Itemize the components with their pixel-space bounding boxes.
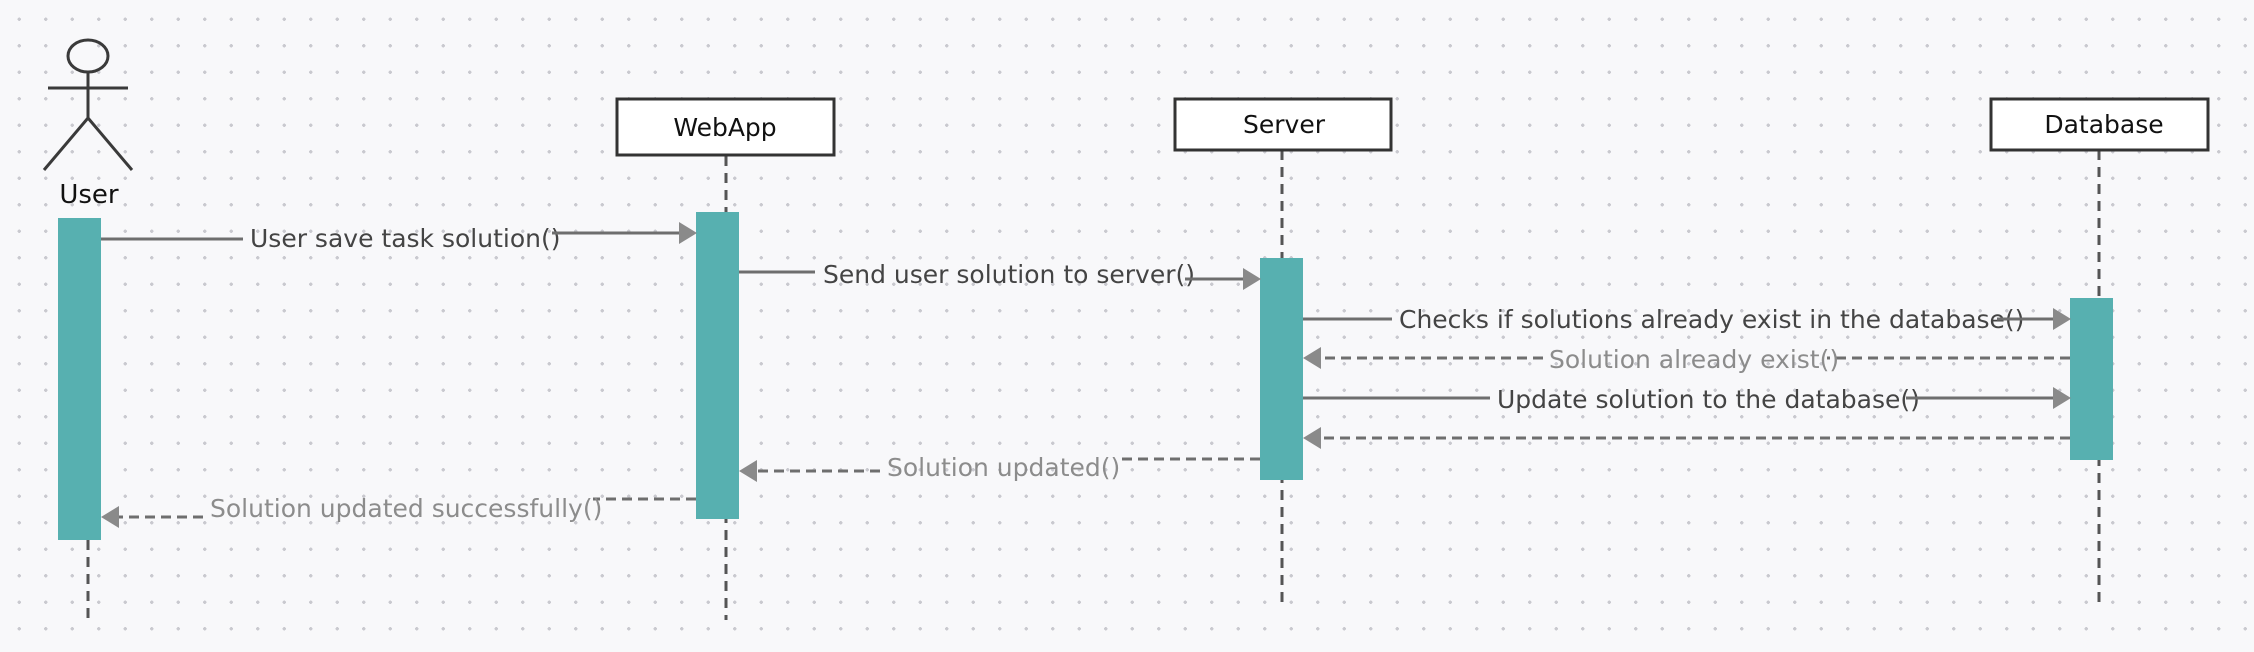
message-send-user-solution: Send user solution to server() <box>739 260 1261 290</box>
participant-database-label: Database <box>2044 110 2163 139</box>
arrowhead-icon <box>679 222 697 244</box>
arrowhead-icon <box>1243 268 1261 290</box>
arrowhead-icon <box>2053 387 2071 409</box>
user-actor-icon <box>42 38 134 171</box>
participant-server: Server <box>1173 97 1393 152</box>
message-solution-already-exist: Solution already exist() <box>1303 345 2070 374</box>
arrowhead-icon <box>1303 427 1321 449</box>
database-activation-bar <box>2070 298 2113 460</box>
message-solution-updated: Solution updated() <box>739 453 1260 482</box>
message-update-return <box>1303 427 2070 449</box>
message-label: Checks if solutions already exist in the… <box>1399 305 2024 334</box>
arrowhead-icon <box>101 506 119 528</box>
participant-user-label: User <box>59 180 119 210</box>
message-label: Solution updated successfully() <box>210 494 602 523</box>
message-label: Update solution to the database() <box>1497 385 1920 414</box>
message-checks-solutions-exist: Checks if solutions already exist in the… <box>1303 305 2071 334</box>
message-solution-updated-successfully: Solution updated successfully() <box>101 494 696 528</box>
arrowhead-icon <box>739 460 757 482</box>
message-label: Solution updated() <box>887 453 1120 482</box>
user-activation-bar <box>58 218 101 540</box>
message-label: Send user solution to server() <box>823 260 1195 289</box>
message-update-solution: Update solution to the database() <box>1303 385 2071 414</box>
server-activation-bar <box>1260 258 1303 480</box>
webapp-activation-bar <box>696 212 739 519</box>
participant-server-label: Server <box>1243 110 1326 139</box>
participant-webapp: WebApp <box>615 97 836 157</box>
participant-database: Database <box>1989 97 2210 152</box>
message-user-save-task-solution: User save task solution() <box>101 222 697 253</box>
participant-webapp-label: WebApp <box>673 113 776 142</box>
arrowhead-icon <box>1303 347 1321 369</box>
arrowhead-icon <box>2053 308 2071 330</box>
message-label: User save task solution() <box>250 224 560 253</box>
message-label: Solution already exist() <box>1549 345 1839 374</box>
